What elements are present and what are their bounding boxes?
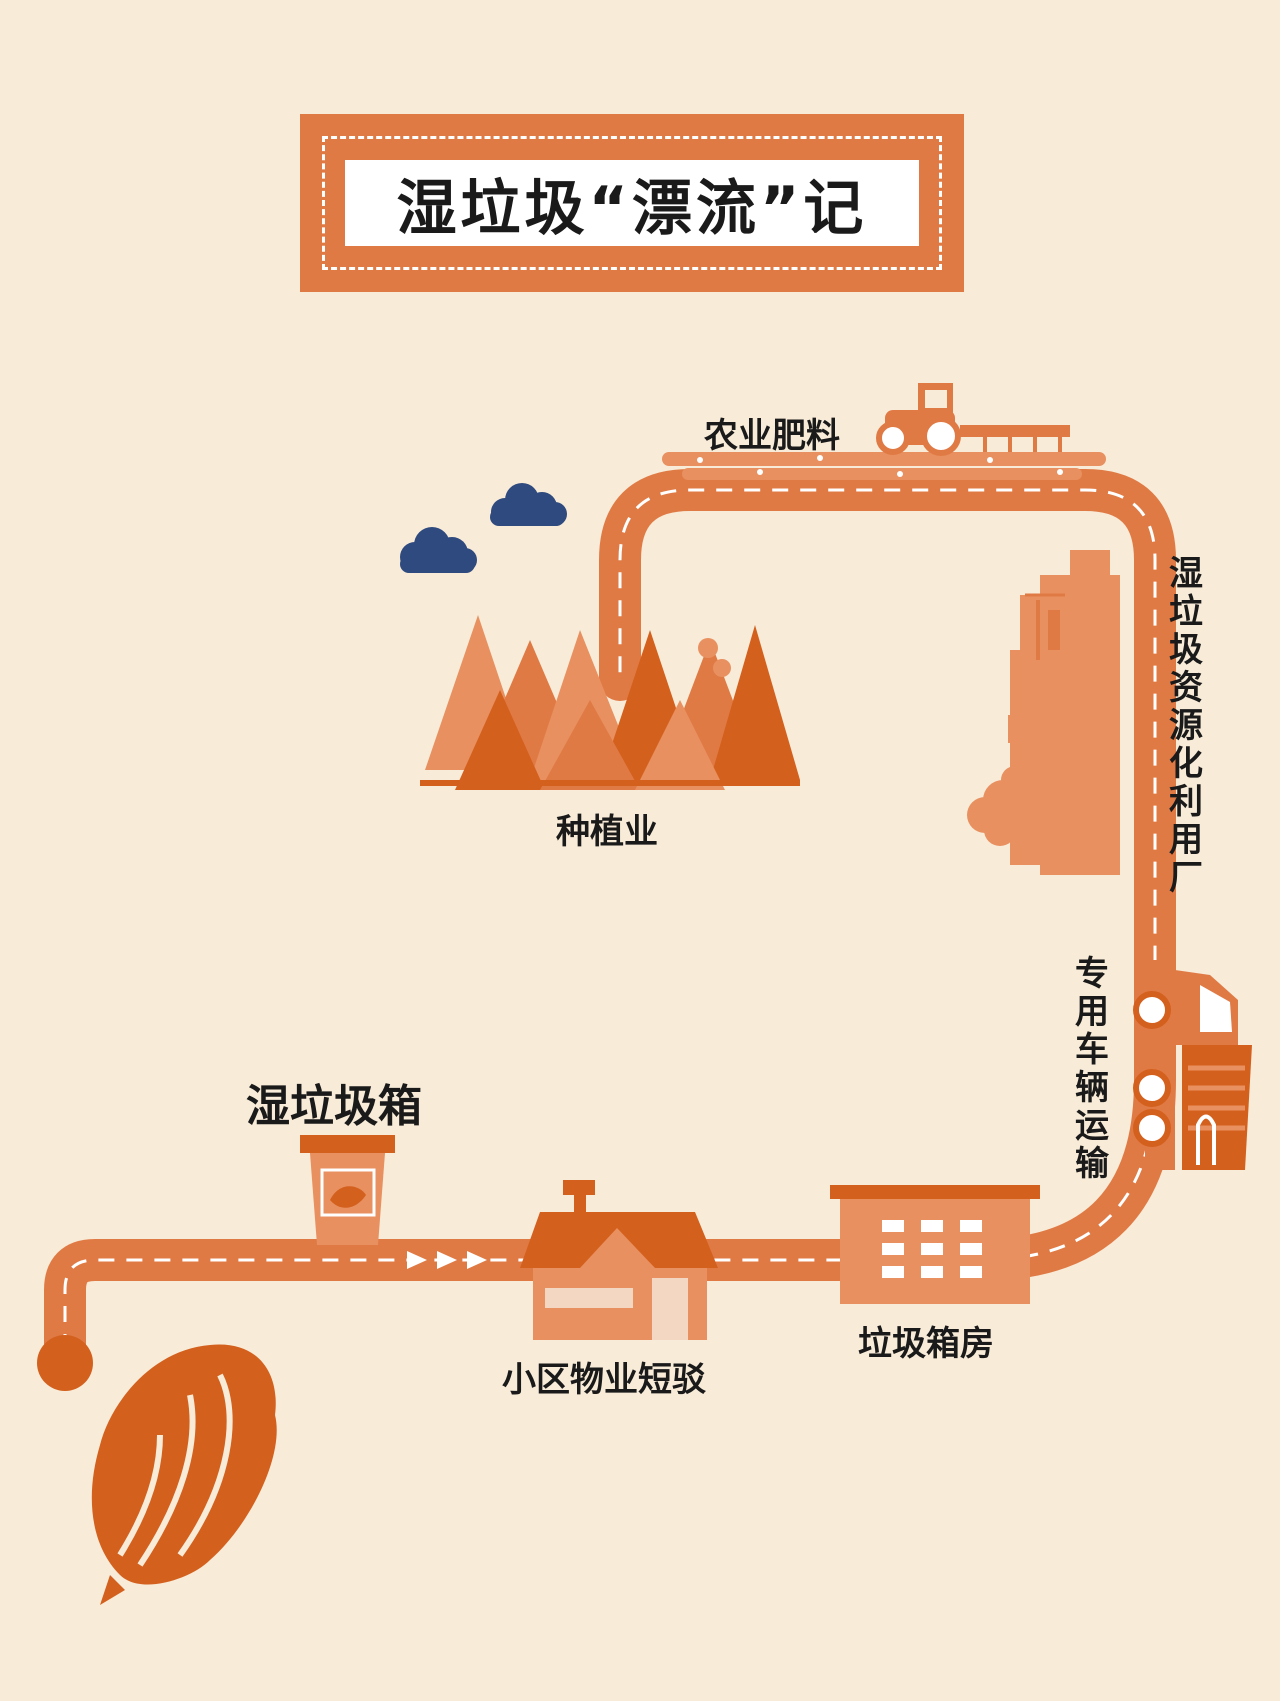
- forest-icon: [420, 615, 800, 790]
- cloud-icon: [400, 527, 477, 573]
- title-panel: 湿垃圾“漂流”记: [345, 160, 919, 246]
- bin-room-label: 垃圾箱房: [858, 1324, 994, 1364]
- page-title: 湿垃圾“漂流”记: [396, 173, 868, 244]
- factory-icon: [967, 550, 1120, 875]
- garbage-truck-icon: [1133, 960, 1252, 1170]
- wet-waste-bin-label: 湿垃圾箱: [246, 1081, 422, 1132]
- cloud-icon: [490, 483, 567, 526]
- fertilizer-label: 农业肥料: [704, 416, 840, 456]
- wet-waste-bin-icon: [300, 1135, 395, 1245]
- direction-arrows: [407, 1251, 487, 1269]
- farmland-strip: [662, 452, 1106, 480]
- tractor-icon: [876, 383, 1070, 456]
- house-icon: [520, 1180, 718, 1340]
- cabbage-icon: [91, 1344, 277, 1605]
- vehicle-transport-label: 专用车辆运输: [1075, 954, 1109, 1184]
- property-transfer-label: 小区物业短驳: [502, 1360, 706, 1400]
- resource-plant-label: 湿垃圾资源化利用厂: [1169, 554, 1203, 898]
- route-start-dot: [37, 1335, 93, 1391]
- title-dashed-border: [322, 136, 942, 270]
- planting-label: 种植业: [556, 812, 658, 852]
- title-banner: 湿垃圾“漂流”记: [300, 114, 964, 292]
- bin-room-icon: [830, 1185, 1040, 1304]
